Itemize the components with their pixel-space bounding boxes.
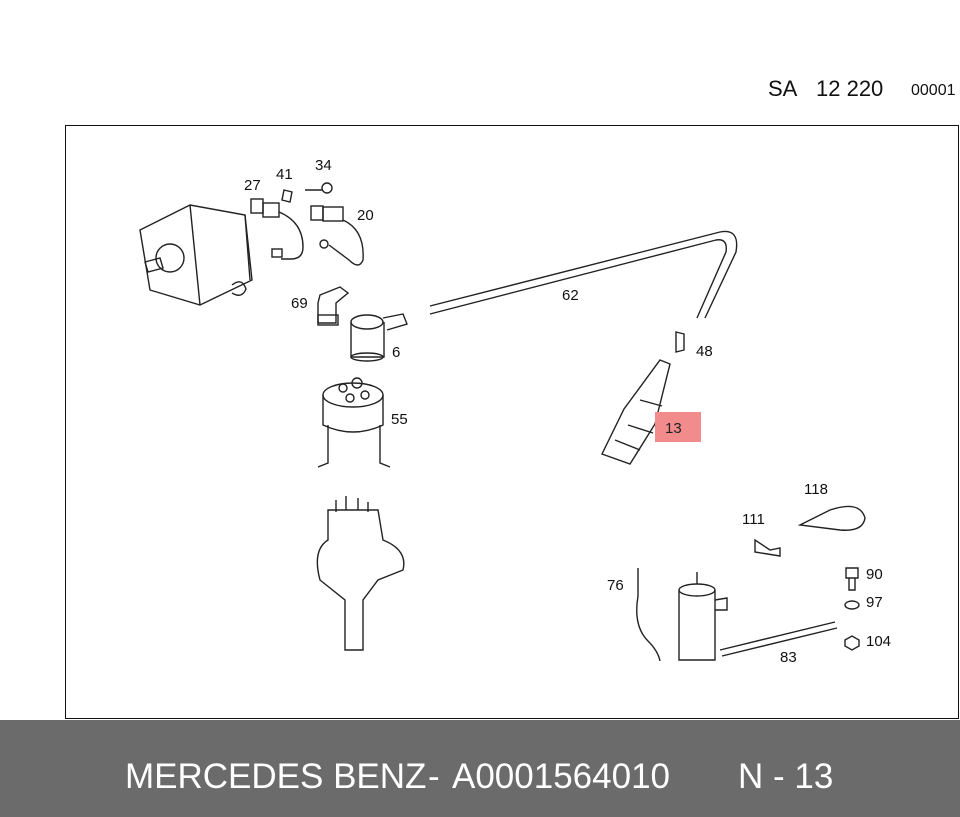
clip-111-drawing [754, 538, 781, 557]
diagram-frame [65, 125, 959, 719]
footer-bar: MERCEDES BENZ - A0001564010 N - 13 [0, 720, 960, 817]
parts-illustration [139, 182, 866, 662]
cap-55-drawing [317, 377, 391, 468]
part-48-drawing [675, 331, 685, 353]
ignition-coil-drawing [678, 572, 728, 661]
header-group: 12 220 [816, 76, 884, 101]
header-code-prefix: SA [768, 76, 798, 101]
part-label[interactable]: 41 [276, 166, 293, 183]
screw-34-drawing [305, 182, 333, 194]
wire-76-drawing [636, 568, 661, 662]
cable-62-drawing [429, 230, 738, 319]
bolt-90-drawing [845, 567, 859, 591]
part-label[interactable]: 55 [391, 411, 408, 428]
part-label[interactable]: 97 [866, 594, 883, 611]
part-label[interactable]: 20 [357, 207, 374, 224]
part-label[interactable]: 111 [742, 511, 765, 528]
part-label[interactable]: 76 [607, 577, 624, 594]
connector-27-drawing [250, 198, 304, 260]
footer-separator: - [428, 757, 440, 796]
part-label: 13 [665, 420, 682, 437]
part-label[interactable]: 90 [866, 566, 883, 583]
part-label[interactable]: 6 [392, 344, 401, 361]
part-label[interactable]: 69 [291, 295, 308, 312]
connector-20-drawing [310, 205, 364, 266]
part-label[interactable]: 62 [562, 287, 579, 304]
part-label[interactable]: 104 [866, 633, 892, 650]
header-sheet: 00001 [911, 82, 956, 99]
highlighted-part-13[interactable]: 13 [655, 412, 701, 442]
nut-104-drawing [844, 635, 860, 651]
washer-97-drawing [844, 600, 860, 610]
footer-part-number: A0001564010 [452, 757, 670, 796]
alternator-drawing [139, 204, 253, 306]
part-41-drawing [281, 189, 293, 203]
strap-118-drawing [797, 505, 866, 531]
cable-83-drawing [719, 621, 838, 657]
part-label[interactable]: 48 [696, 343, 713, 360]
distributor-drawing [316, 496, 405, 651]
plug-69-drawing [317, 286, 350, 326]
part-label[interactable]: 34 [315, 157, 332, 174]
part-label[interactable]: 83 [780, 649, 797, 666]
footer-position: N - 13 [738, 757, 834, 796]
rotor-6-drawing [350, 313, 408, 362]
part-label[interactable]: 27 [244, 177, 261, 194]
footer-brand: MERCEDES BENZ [125, 757, 427, 796]
boot-13-drawing [601, 359, 671, 465]
part-label[interactable]: 118 [804, 481, 828, 498]
